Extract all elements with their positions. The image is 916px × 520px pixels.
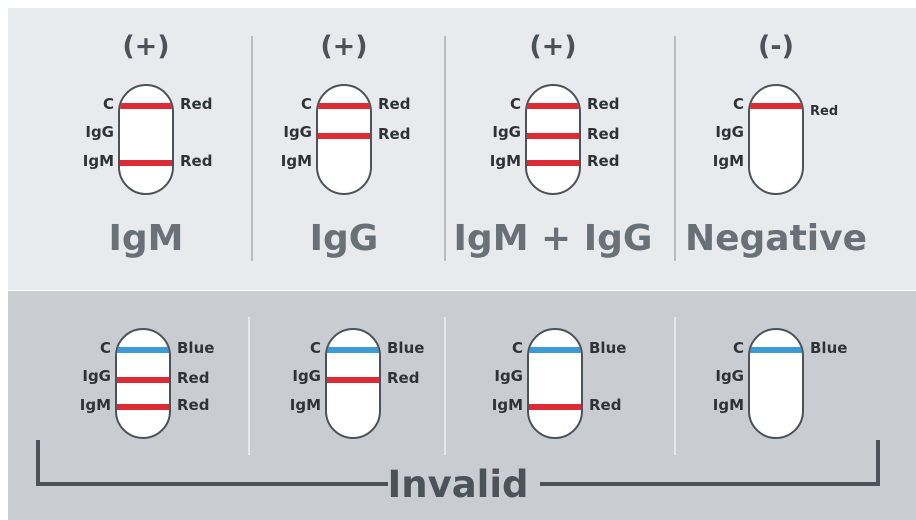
column-divider xyxy=(248,317,250,455)
row-label-c: C xyxy=(300,95,312,113)
red-band-igg xyxy=(527,133,579,139)
red-band-igg xyxy=(117,377,169,383)
band-color-label: Blue xyxy=(387,339,425,357)
red-band-igm xyxy=(527,160,579,166)
row-label-igg: IgG xyxy=(82,367,111,385)
red-band-igm xyxy=(120,160,172,166)
row-label-igm: IgM xyxy=(491,396,523,414)
blue-band-c xyxy=(750,347,802,353)
red-band-igm xyxy=(529,404,581,410)
row-label-c: C xyxy=(309,339,321,357)
red-band-igg xyxy=(327,377,379,383)
band-color-label: Red xyxy=(589,396,622,414)
row-label-c: C xyxy=(99,339,111,357)
row-label-igg: IgG xyxy=(492,123,521,141)
invalid-bracket-left xyxy=(36,440,40,486)
result-sign: (+) xyxy=(320,31,368,62)
band-color-label: Red xyxy=(180,95,213,113)
test-cassette-window xyxy=(525,84,581,195)
row-label-igm: IgM xyxy=(82,152,114,170)
red-band-c xyxy=(318,103,370,109)
invalid-label: Invalid xyxy=(387,463,529,506)
row-label-c: C xyxy=(732,339,744,357)
column-divider xyxy=(251,36,253,261)
band-color-label: Red xyxy=(378,95,411,113)
result-label: IgG xyxy=(309,218,379,259)
row-label-igg: IgG xyxy=(715,367,744,385)
band-color-label: Blue xyxy=(177,339,215,357)
row-label-igm: IgM xyxy=(280,152,312,170)
red-band-c xyxy=(120,103,172,109)
row-label-igm: IgM xyxy=(712,152,744,170)
row-label-c: C xyxy=(732,95,744,113)
result-sign: (+) xyxy=(122,31,170,62)
row-label-igm: IgM xyxy=(79,396,111,414)
red-band-igm xyxy=(117,404,169,410)
column-divider xyxy=(444,36,446,261)
row-label-igg: IgG xyxy=(85,123,114,141)
result-sign: (-) xyxy=(758,31,794,62)
band-color-label: Red xyxy=(587,95,620,113)
result-label: IgM + IgG xyxy=(453,218,653,259)
test-cassette-window xyxy=(748,84,804,195)
band-color-label: Red xyxy=(587,152,620,170)
row-label-igg: IgG xyxy=(494,367,523,385)
test-cassette-window xyxy=(748,328,804,439)
column-divider xyxy=(674,317,676,455)
test-cassette-window xyxy=(118,84,174,195)
row-label-c: C xyxy=(509,95,521,113)
test-cassette-window xyxy=(316,84,372,195)
row-label-c: C xyxy=(511,339,523,357)
result-sign: (+) xyxy=(529,31,577,62)
blue-band-c xyxy=(327,347,379,353)
invalid-label-background xyxy=(388,463,540,505)
invalid-bracket-right xyxy=(876,440,880,486)
band-color-label: Red xyxy=(587,125,620,143)
test-cassette-window xyxy=(527,328,583,439)
red-band-c xyxy=(527,103,579,109)
test-cassette-window xyxy=(115,328,171,439)
red-band-igg xyxy=(318,133,370,139)
row-label-igm: IgM xyxy=(489,152,521,170)
column-divider xyxy=(444,317,446,455)
row-label-c: C xyxy=(102,95,114,113)
test-cassette-window xyxy=(325,328,381,439)
row-label-igm: IgM xyxy=(289,396,321,414)
band-color-label: Red xyxy=(378,125,411,143)
band-color-label: Blue xyxy=(589,339,627,357)
red-band-c xyxy=(750,103,802,109)
band-color-label: Red xyxy=(387,369,420,387)
row-label-igg: IgG xyxy=(715,123,744,141)
result-label: Negative xyxy=(684,218,868,259)
result-label: IgM xyxy=(108,218,184,259)
blue-band-c xyxy=(117,347,169,353)
blue-band-c xyxy=(529,347,581,353)
band-color-label: Red xyxy=(180,152,213,170)
row-label-igg: IgG xyxy=(283,123,312,141)
band-color-label: Red xyxy=(177,396,210,414)
band-color-label: Red xyxy=(177,369,210,387)
band-color-label: Blue xyxy=(810,339,848,357)
row-label-igg: IgG xyxy=(292,367,321,385)
row-label-igm: IgM xyxy=(712,396,744,414)
band-color-label: Red xyxy=(810,104,839,119)
column-divider xyxy=(674,36,676,261)
